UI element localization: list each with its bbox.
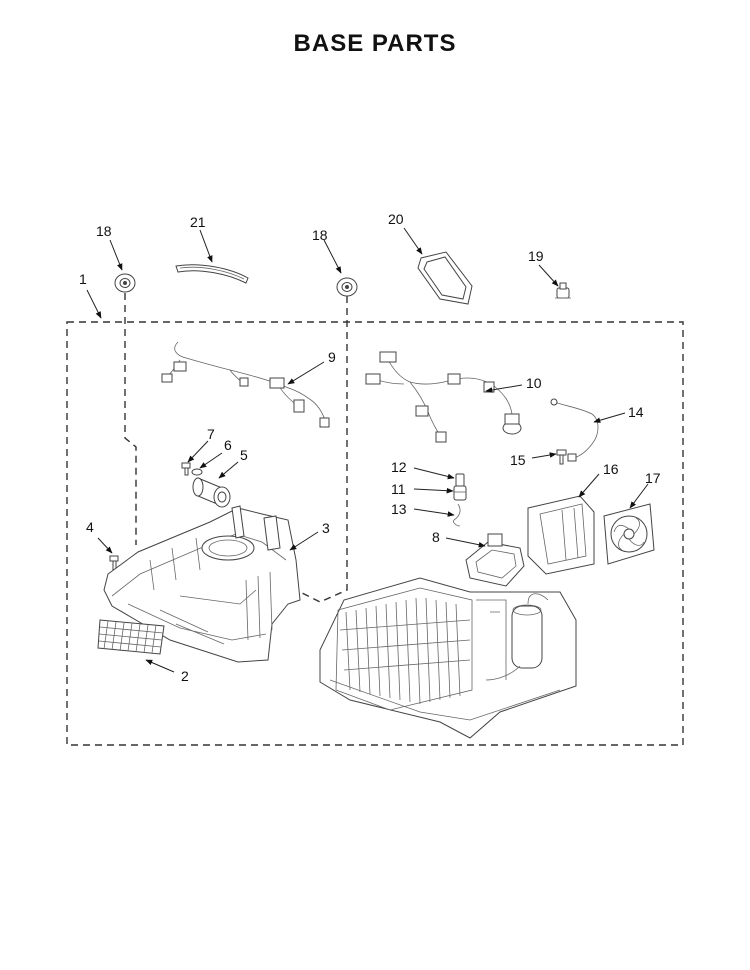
grommet-part-right: [336, 277, 358, 297]
chassis-unit: [319, 577, 577, 739]
screw-part-15: [556, 449, 567, 465]
callout-6: 6: [224, 437, 232, 453]
callout-15: 15: [510, 452, 526, 468]
callout-18-right: 18: [312, 227, 328, 243]
gasket-strip-part: [175, 264, 249, 284]
fan-part-17: [603, 503, 655, 565]
sensor-wire-part-14: [550, 398, 599, 462]
callout-10: 10: [526, 375, 542, 391]
screw-part-7: [181, 462, 191, 476]
assembly-boundary: [66, 321, 684, 746]
callout-16: 16: [603, 461, 619, 477]
clip-part-13: [453, 503, 461, 527]
callout-1: 1: [79, 271, 87, 287]
capacitor-part-5: [192, 477, 231, 508]
valve-part-11: [453, 485, 467, 501]
bracket-part-8: [465, 533, 525, 587]
washer-part-6: [191, 468, 203, 476]
wire-harness-part-9: [161, 341, 330, 428]
filter-grille-part-2: [97, 619, 165, 655]
grommet-leader-left: [124, 293, 137, 545]
grommet-part-left: [114, 273, 136, 293]
callout-20: 20: [388, 211, 404, 227]
callout-7: 7: [207, 426, 215, 442]
callout-13: 13: [391, 501, 407, 517]
seal-ring-part: [417, 251, 473, 305]
callout-18-left: 18: [96, 223, 112, 239]
page-title: BASE PARTS: [293, 30, 457, 57]
callout-9: 9: [328, 349, 336, 365]
fitting-part-12: [455, 473, 465, 487]
wire-harness-part-10: [365, 351, 522, 443]
callout-21: 21: [190, 214, 206, 230]
callout-2: 2: [181, 668, 189, 684]
callout-3: 3: [322, 520, 330, 536]
callout-5: 5: [240, 447, 248, 463]
callout-11: 11: [391, 481, 406, 497]
callout-14: 14: [628, 404, 644, 420]
fan-shroud-part-16: [527, 495, 595, 575]
drain-plug-part: [555, 282, 571, 299]
callout-12: 12: [391, 459, 407, 475]
leader-lines: [86, 227, 649, 673]
callout-8: 8: [432, 529, 440, 545]
callout-17: 17: [645, 470, 661, 486]
grommet-leader-right: [295, 296, 348, 603]
callout-4: 4: [86, 519, 94, 535]
callout-19: 19: [528, 248, 544, 264]
base-pan-part-3: [103, 505, 301, 663]
